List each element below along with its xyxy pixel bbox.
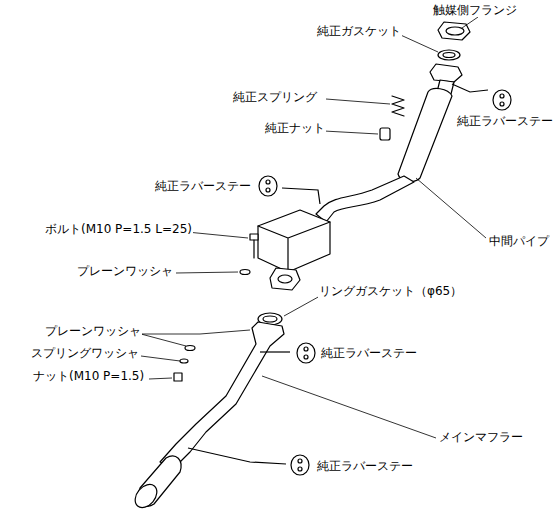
gasket bbox=[438, 50, 460, 60]
part-label: 純正ラバーステー bbox=[316, 459, 414, 473]
part-label: リングガスケット（φ65） bbox=[318, 284, 463, 298]
part-label: 純正ラバーステー bbox=[154, 179, 252, 193]
part-label: 中間パイプ bbox=[488, 234, 550, 248]
flange bbox=[438, 22, 470, 40]
part-label: スプリングワッシャ bbox=[30, 346, 140, 360]
part-label: 純正ラバーステー bbox=[456, 114, 554, 128]
part-label: 純正スプリング bbox=[232, 90, 318, 104]
part-label: ボルト(M10 P=1.5 L=25) bbox=[44, 222, 193, 236]
part-label: ナット(M10 P=1.5) bbox=[32, 369, 145, 383]
part-label: メインマフラー bbox=[438, 430, 524, 444]
muffler bbox=[258, 210, 330, 272]
part-label: プレーンワッシャ bbox=[76, 264, 174, 278]
middle-pipe bbox=[316, 176, 414, 222]
part-label: 触媒側フランジ bbox=[432, 3, 518, 17]
part-label: 純正ナット bbox=[264, 121, 326, 135]
part-label: 純正ラバーステー bbox=[320, 346, 418, 360]
part-label: 純正ガスケット bbox=[316, 24, 402, 38]
part-label: プレーンワッシャ bbox=[44, 324, 142, 338]
pipe-flange bbox=[430, 64, 462, 82]
resonator bbox=[398, 89, 452, 182]
